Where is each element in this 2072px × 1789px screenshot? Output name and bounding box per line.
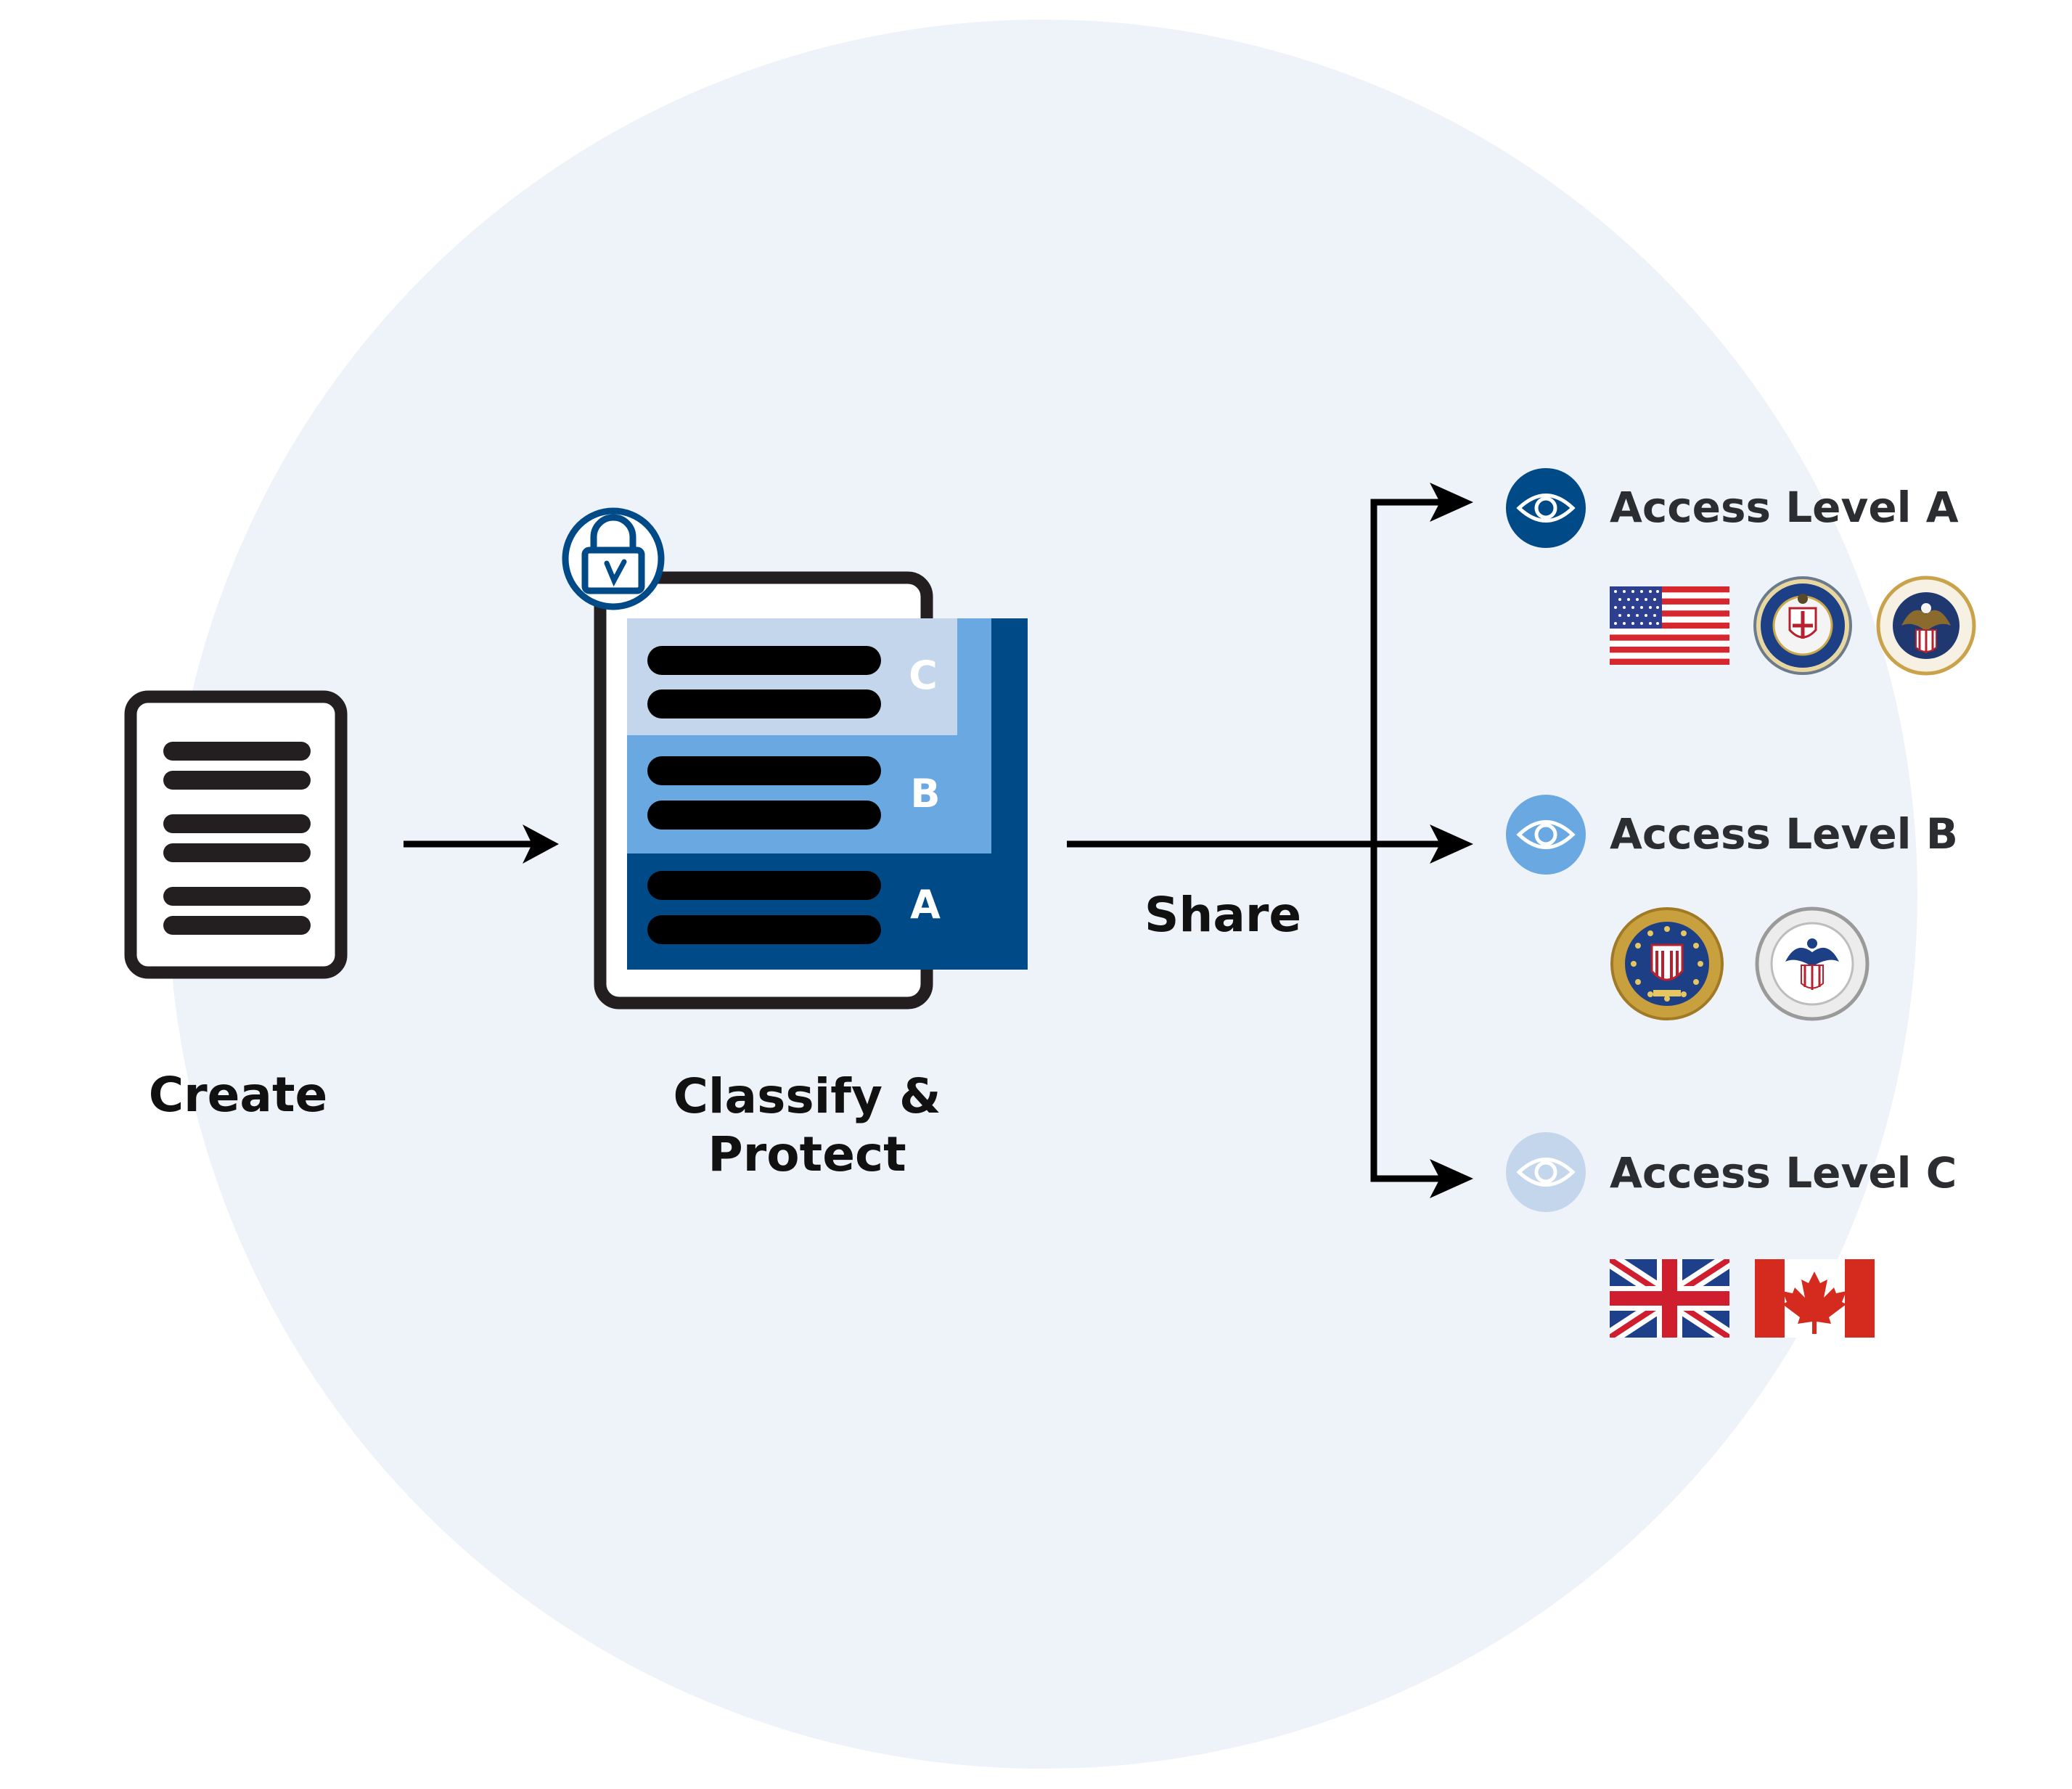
access-level-c-label: Access Level C [1610,1148,1957,1198]
share-arrows [1067,483,1473,1198]
nsa-seal-icon [1876,576,1976,676]
step-label-create: Create [148,1067,328,1123]
lock-icon [562,507,665,610]
arrow-to-level-a [1430,483,1473,522]
eye-icon-level-c [1506,1132,1586,1212]
eye-icon-level-b [1506,795,1586,875]
us-flag-icon [1610,586,1729,665]
uk-flag-icon [1610,1259,1729,1338]
canada-flag-icon [1755,1259,1875,1338]
access-level-b-label: Access Level B [1610,809,1958,859]
section-letter-a: A [910,882,941,928]
arrow-create-to-classify [404,824,559,864]
step-label-share: Share [1144,887,1302,943]
section-letter-c: C [909,652,938,698]
cbp-seal-icon [1755,906,1870,1021]
classified-document-icon: C B A [594,571,1028,1010]
section-letter-b: B [910,771,940,816]
background-circle [168,20,1917,1769]
step-label-classify-line2: Protect [708,1126,906,1182]
step-label-classify-line1: Classify & [673,1068,941,1124]
fbi-seal-icon [1610,907,1724,1020]
eye-icon-level-a [1506,468,1586,548]
arrow-to-level-b [1430,824,1473,864]
arrow-to-level-c [1430,1159,1473,1198]
create-document-icon [124,690,348,979]
access-level-a-label: Access Level A [1610,483,1959,532]
cia-seal-icon [1753,576,1852,675]
